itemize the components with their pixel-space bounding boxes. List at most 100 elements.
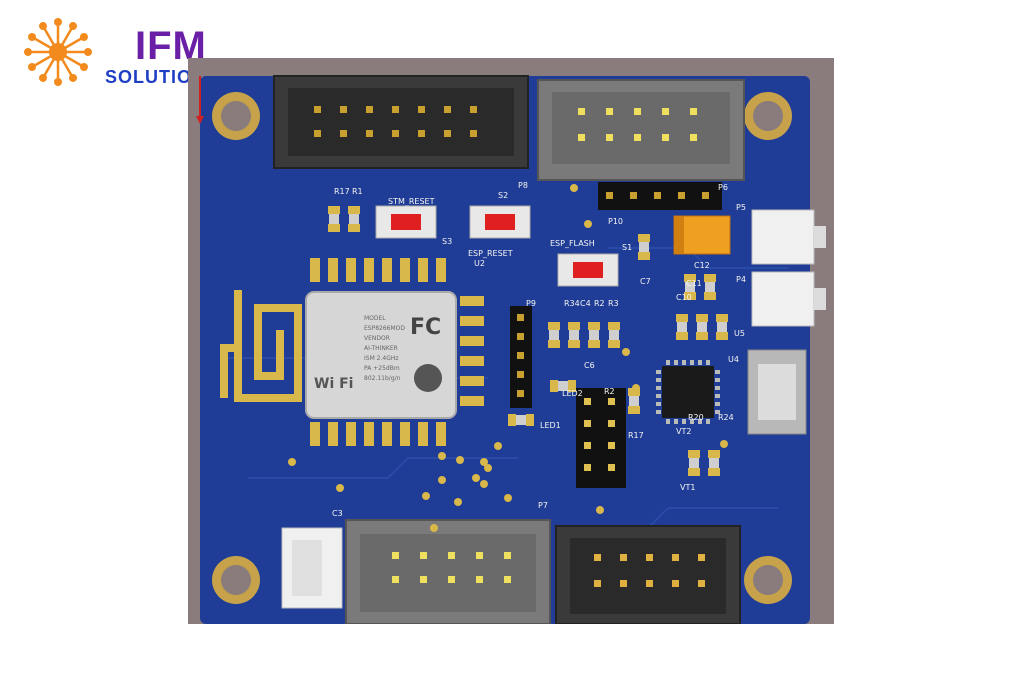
label-r1: R1 (352, 187, 363, 196)
header-pin (608, 442, 615, 449)
qfn-pad (656, 386, 661, 390)
via (422, 492, 430, 500)
smd-pad (588, 340, 600, 348)
qfn-pad (674, 419, 678, 424)
esp-pad (328, 258, 338, 282)
header-pin (606, 108, 613, 115)
mounting-hole (744, 92, 792, 140)
via (480, 458, 488, 466)
smd-pad (608, 340, 620, 348)
label-r20: R20 (688, 413, 704, 422)
smd-pad (548, 322, 560, 330)
qfn-pad (706, 419, 710, 424)
idc-header-bottom-left (345, 519, 551, 624)
header-pin (594, 580, 601, 587)
label-c6: C6 (584, 361, 595, 370)
smd-pad (328, 224, 340, 232)
via (454, 498, 462, 506)
smd-pad (348, 206, 360, 214)
label-p5: P5 (736, 203, 746, 212)
smd-body (685, 282, 695, 292)
via (720, 440, 728, 448)
label-r2: R2 (594, 299, 605, 308)
esp-pad (418, 422, 428, 446)
header-pin (608, 398, 615, 405)
qfn-pad (690, 419, 694, 424)
smd-body (677, 322, 687, 332)
header-pin (662, 134, 669, 141)
smd-pad (716, 332, 728, 340)
module-line-3: AI-THINKER (364, 345, 398, 352)
label-p7: P7 (538, 501, 548, 510)
pcb-board-render: FC Wi Fi MODEL ESP8266MOD VENDOR AI-THIN… (188, 58, 834, 624)
header-pin (678, 192, 685, 199)
header-pin (608, 464, 615, 471)
pin-header-top (598, 182, 722, 210)
jst-connector-bottom (281, 527, 343, 609)
company-logo (12, 12, 262, 92)
header-pin (584, 398, 591, 405)
header-pin (517, 352, 524, 359)
header-pin (476, 552, 483, 559)
smd-pad (676, 332, 688, 340)
header-pin (620, 580, 627, 587)
qfn-pad (715, 386, 720, 390)
qfn-pad (656, 370, 661, 374)
smd-body (516, 415, 526, 425)
esp-pad (400, 422, 410, 446)
smd-pad (696, 332, 708, 340)
espressif-logo-icon (414, 364, 442, 392)
label-c10: C10 (676, 293, 692, 302)
qfn-pad (715, 394, 720, 398)
smd-body (697, 322, 707, 332)
mounting-hole (212, 92, 260, 140)
qfn-pad (698, 360, 702, 365)
esp-pad (460, 396, 484, 406)
esp-flash-switch (557, 253, 619, 287)
header-pin (606, 192, 613, 199)
esp-pad (382, 258, 392, 282)
esp-pad (460, 376, 484, 386)
stm-reset-switch (375, 205, 437, 239)
label-r24: R24 (718, 413, 734, 422)
smd-pad (638, 234, 650, 242)
mounting-hole (744, 556, 792, 604)
esp8266-module: FC Wi Fi MODEL ESP8266MOD VENDOR AI-THIN… (305, 291, 457, 419)
label-c7: C7 (640, 277, 651, 286)
jst-connector-right-bottom (751, 271, 826, 327)
label-u2: U2 (474, 259, 485, 268)
esp-pad (436, 258, 446, 282)
header-pin (392, 576, 399, 583)
module-line-6: 802.11b/g/n (364, 375, 401, 382)
esp-pad (310, 258, 320, 282)
qfn-pad (656, 402, 661, 406)
smd-body (569, 330, 579, 340)
smd-pad (628, 388, 640, 396)
esp-pad (436, 422, 446, 446)
header-pin (470, 130, 477, 137)
header-pin (698, 580, 705, 587)
smd-body (349, 214, 359, 224)
smd-body (549, 330, 559, 340)
header-pin (517, 390, 524, 397)
header-pin (470, 106, 477, 113)
smd-pad (508, 414, 516, 426)
via (494, 442, 502, 450)
header-pin (646, 554, 653, 561)
idc-header-bottom-right (555, 525, 741, 624)
smd-pad (548, 340, 560, 348)
label-s2: S2 (498, 191, 508, 200)
header-pin (672, 580, 679, 587)
esp-pad (364, 258, 374, 282)
esp-pad (460, 316, 484, 326)
label-esp-reset: ESP_RESET (468, 249, 513, 258)
smd-body (609, 330, 619, 340)
mounting-hole (212, 556, 260, 604)
header-pin (584, 420, 591, 427)
label-p9: P9 (526, 299, 536, 308)
qfn-pad (690, 360, 694, 365)
header-pin (340, 130, 347, 137)
smd-pad (348, 224, 360, 232)
header-pin (702, 192, 709, 199)
header-pin (392, 106, 399, 113)
